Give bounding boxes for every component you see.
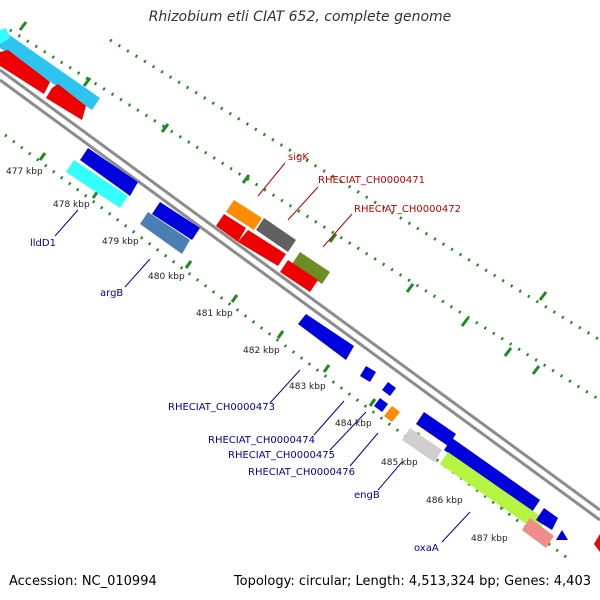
tick-label-481: 481 kbp [196,309,233,319]
leader-lldD1 [54,209,79,237]
blue-gene-6 [536,508,558,530]
blue-gene-7 [556,530,568,540]
cyan-feature-top [0,28,10,44]
blue-ch473 [360,366,376,382]
red-gene-mid-3 [280,260,318,292]
gray-ch471 [256,218,296,252]
leader-sigK [257,162,286,197]
sky-feature-top [0,34,100,110]
outer-major-tick [328,233,338,243]
outer-major-tick [405,283,415,293]
gene-label-sigK[interactable]: sigK [288,152,309,163]
gene-label-ch473[interactable]: RHECIAT_CH0000473 [168,402,275,413]
backbone-outer-line [0,68,600,512]
tick-label-485: 485 kbp [381,458,418,468]
inner-tick-line [4,133,571,562]
blue-ch474 [382,382,396,396]
forward-strand-track [66,148,568,548]
inner-major-tick [38,152,47,161]
red-gene-top-2 [46,84,86,120]
tick-label-482: 482 kbp [243,346,280,356]
lime-oxaA [440,452,546,532]
blue-gene-2 [152,202,200,240]
inner-major-tick [322,364,331,373]
outer-major-tick [531,365,541,375]
tick-label-478: 478 kbp [53,200,90,210]
leader-ch472 [322,213,353,248]
tick-label-486: 486 kbp [426,496,463,506]
blue-gene-1 [80,148,138,196]
reverse-strand-track [0,28,600,552]
gene-label-oxaA[interactable]: oxaA [414,543,439,554]
blue-gene-4 [416,412,456,446]
tick-label-484: 484 kbp [335,419,372,429]
outer-major-tick [503,347,513,357]
tick-label-477: 477 kbp [6,167,43,177]
outer-major-tick [160,123,170,133]
gene-label-ch474[interactable]: RHECIAT_CH0000474 [208,435,315,446]
red-gene-mid-1 [216,214,246,242]
red-gene-top-1 [0,50,50,94]
red-gene-mid-2 [238,230,286,266]
inner-major-tick [368,398,377,407]
cyan-lldD1 [66,160,128,208]
outer-major-tick [538,291,548,301]
gene-label-ch472[interactable]: RHECIAT_CH0000472 [354,204,461,215]
blue-ch475 [374,398,388,412]
gene-label-lldD1[interactable]: lldD1 [30,238,56,249]
steel-argB [140,212,190,254]
gene-label-ch471[interactable]: RHECIAT_CH0000471 [318,175,425,186]
tick-label-479: 479 kbp [102,237,139,247]
tick-label-487: 487 kbp [471,534,508,544]
outer-major-tick [241,174,251,184]
leader-oxaA [441,511,471,543]
gene-label-engB[interactable]: engB [354,490,380,501]
inner-major-tick [184,260,193,269]
red-gene-edge [594,534,600,552]
leader-ch473 [269,369,301,404]
accession-text: Accession: NC_010994 [9,574,157,589]
gene-label-ch476[interactable]: RHECIAT_CH0000476 [248,467,355,478]
outer-major-tick [18,21,28,31]
orange-ch476 [384,406,400,422]
gene-label-argB[interactable]: argB [100,288,123,299]
outer-grid-line-2 [109,38,600,342]
leader-ch476 [349,432,379,467]
outer-grid-line-1 [9,28,600,402]
inner-major-tick [230,294,239,303]
olive-ch472 [292,252,330,284]
inner-major-tick [276,330,285,339]
leader-ch471 [287,186,319,221]
lightgray-engB [402,428,442,462]
map-title: Rhizobium etli CIAT 652, complete genome [148,9,452,25]
blue-gene-3 [298,314,354,360]
blue-gene-5 [444,438,540,512]
backbone-inner-line [0,78,600,522]
orange-sigK [226,200,262,230]
tick-label-483: 483 kbp [289,382,326,392]
leader-argB [124,258,151,288]
leader-engB [377,461,403,491]
outer-major-tick [82,77,92,87]
pink-gene [522,518,554,548]
genome-summary-text: Topology: circular; Length: 4,513,324 bp… [233,574,591,589]
outer-major-tick [460,317,470,327]
gene-label-ch475[interactable]: RHECIAT_CH0000475 [228,450,335,461]
leader-ch475 [329,411,367,451]
leader-ch474 [313,400,345,436]
tick-label-480: 480 kbp [148,272,185,282]
